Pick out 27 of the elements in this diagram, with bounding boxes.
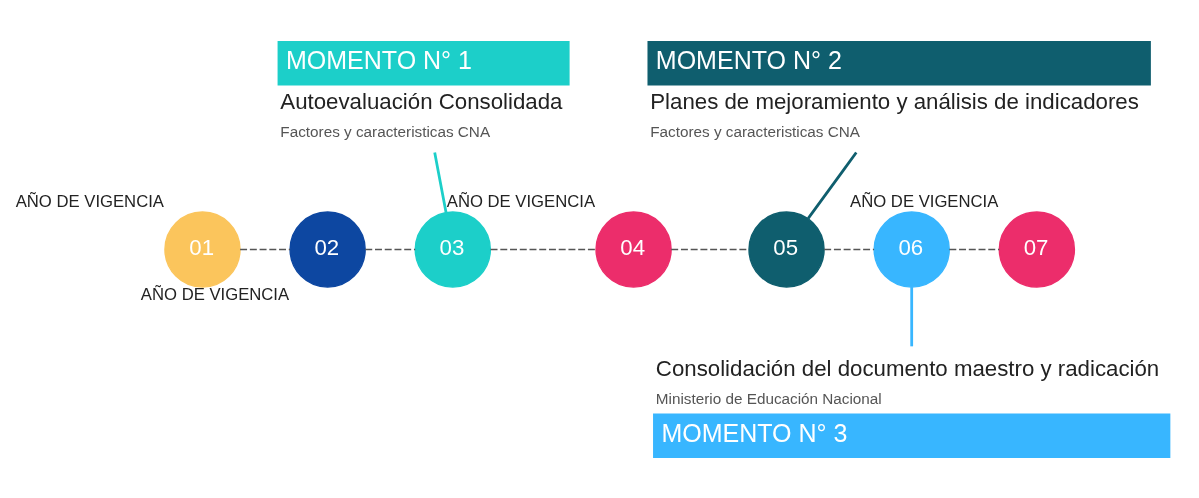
connector bbox=[823, 248, 875, 250]
node-circle: 07 bbox=[998, 210, 1076, 288]
node-circle: 04 bbox=[595, 210, 672, 288]
node-circle: 05 bbox=[748, 210, 825, 288]
node-circle: 06 bbox=[873, 210, 950, 288]
node-circle: 01 bbox=[164, 210, 241, 288]
node-label: AÑO DE VIGENCIA bbox=[850, 191, 999, 211]
connector bbox=[910, 286, 914, 346]
node-circle: 02 bbox=[289, 210, 366, 288]
node-label: Planes de mejoramiento y análisis de indicadores bbox=[650, 88, 1139, 114]
connector bbox=[489, 248, 597, 250]
node-label: Ministerio de Educación Nacional bbox=[655, 389, 882, 407]
node-label: Factores y caracteristicas CNA bbox=[280, 122, 491, 140]
connector bbox=[948, 248, 1000, 250]
connector bbox=[807, 151, 858, 219]
connector bbox=[433, 151, 448, 213]
node-label: Consolidación del documento maestro y radicación bbox=[655, 355, 1160, 381]
node-label: AÑO DE VIGENCIA bbox=[15, 191, 164, 211]
node-box: MOMENTO N° 1 bbox=[277, 40, 570, 85]
connector bbox=[364, 248, 416, 250]
connector bbox=[239, 248, 291, 250]
node-label: Autoevaluación Consolidada bbox=[280, 88, 563, 114]
node-label: AÑO DE VIGENCIA bbox=[446, 191, 596, 211]
node-label: Factores y caracteristicas CNA bbox=[650, 122, 861, 140]
node-box: MOMENTO N° 3 bbox=[653, 413, 1171, 458]
node-box: MOMENTO N° 2 bbox=[647, 40, 1151, 85]
node-circle: 03 bbox=[414, 210, 492, 288]
